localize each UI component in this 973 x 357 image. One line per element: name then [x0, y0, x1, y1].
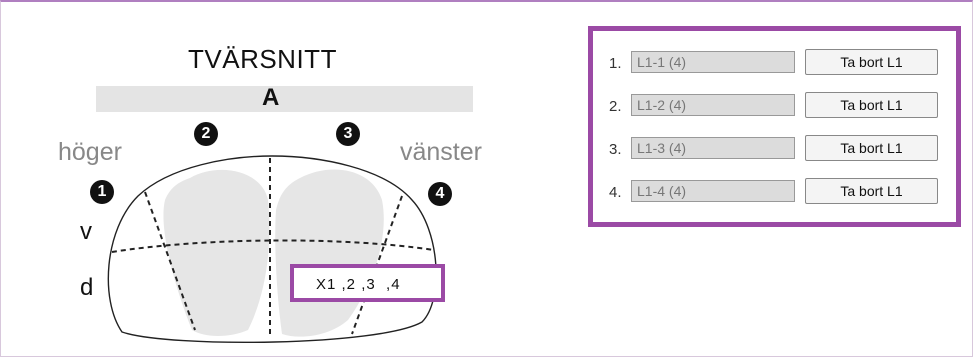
row-label-d: d [80, 274, 94, 301]
marker-4-icon: 4 [428, 182, 452, 206]
remove-button[interactable]: Ta bort L1 [805, 49, 938, 75]
remove-button[interactable]: Ta bort L1 [805, 135, 938, 161]
row-label-v: v [80, 218, 92, 245]
marker-2-icon: 2 [194, 122, 218, 146]
remove-button[interactable]: Ta bort L1 [805, 178, 938, 204]
marker-1-icon: 1 [90, 180, 114, 204]
marker-3-icon: 3 [336, 122, 360, 146]
row-value-field[interactable]: L1-1 (4) [631, 51, 795, 73]
section-bar [96, 86, 473, 112]
panel-row: 1. L1-1 (4) Ta bort L1 [609, 49, 949, 77]
section-dividers [111, 158, 435, 338]
left-lobe [163, 169, 270, 336]
diagram-title: TVÄRSNITT [188, 44, 337, 74]
right-side-label: höger [58, 138, 122, 166]
remove-button[interactable]: Ta bort L1 [805, 92, 938, 118]
row-number: 4. [609, 184, 622, 201]
selection-text: X1 ,2 ,3 ,4 [316, 276, 401, 293]
panel-row: 3. L1-3 (4) Ta bort L1 [609, 135, 949, 163]
left-side-label: vänster [400, 138, 482, 166]
row-number: 2. [609, 98, 622, 115]
panel-row: 4. L1-4 (4) Ta bort L1 [609, 178, 949, 206]
row-number: 3. [609, 141, 622, 158]
row-number: 1. [609, 55, 622, 72]
section-bar-label: A [262, 84, 280, 111]
right-lobe [275, 169, 384, 337]
selection-highlight [290, 264, 445, 302]
cross-section-outline [107, 155, 437, 344]
panel-row: 2. L1-2 (4) Ta bort L1 [609, 92, 949, 120]
row-value-field[interactable]: L1-2 (4) [631, 94, 795, 116]
row-value-field[interactable]: L1-4 (4) [631, 180, 795, 202]
row-value-field[interactable]: L1-3 (4) [631, 137, 795, 159]
selection-panel: 1. L1-1 (4) Ta bort L1 2. L1-2 (4) Ta bo… [588, 26, 961, 227]
